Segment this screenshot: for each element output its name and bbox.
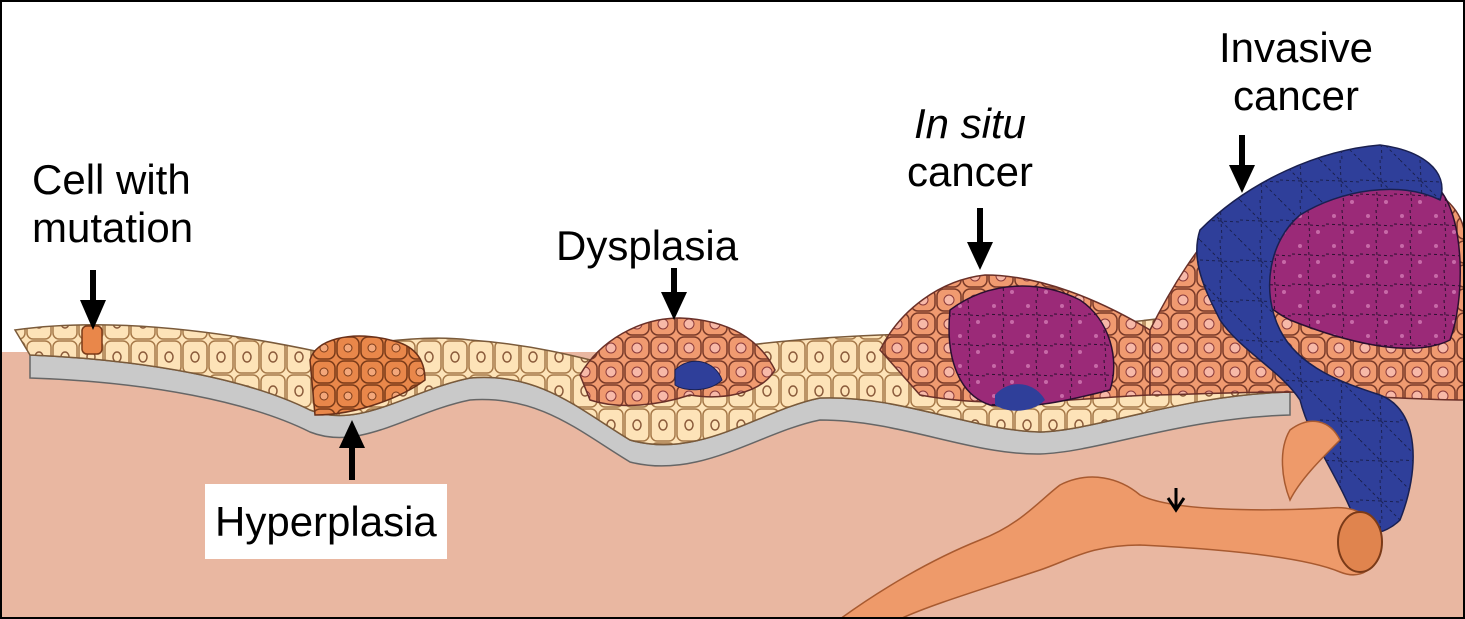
label-invasive-line2: cancer xyxy=(1232,72,1360,119)
dysplasia-region xyxy=(579,317,776,407)
label-hyperplasia: Hyperplasia xyxy=(205,484,447,559)
vessel-opening xyxy=(1337,511,1383,573)
hyperplasia-region xyxy=(309,335,426,416)
vessel-branch xyxy=(1281,420,1341,502)
in-situ-blue-cells xyxy=(995,384,1045,411)
label-cell-with-mutation-line1: Cell with xyxy=(32,156,191,203)
dysplasia-blue-cells xyxy=(674,360,723,391)
label-invasive-line1: Invasive xyxy=(1218,24,1374,71)
label-in-situ-word: cancer xyxy=(906,148,1034,195)
label-cell-with-mutation-line2: mutation xyxy=(32,204,194,251)
invasive-blue-mass xyxy=(1196,144,1443,534)
label-cell-with-mutation: Cell with mutation xyxy=(32,156,193,252)
label-in-situ-cancer: In situ cancer xyxy=(890,100,1050,196)
label-invasive-cancer: Invasive cancer xyxy=(1196,24,1396,120)
label-in-situ-italic: In situ xyxy=(913,100,1027,147)
in-situ-cancer-mass xyxy=(948,285,1115,408)
arrows xyxy=(80,135,1255,480)
label-dysplasia: Dysplasia xyxy=(556,222,739,269)
mutated-cell xyxy=(81,325,103,355)
vessel-arrow xyxy=(1166,488,1186,513)
